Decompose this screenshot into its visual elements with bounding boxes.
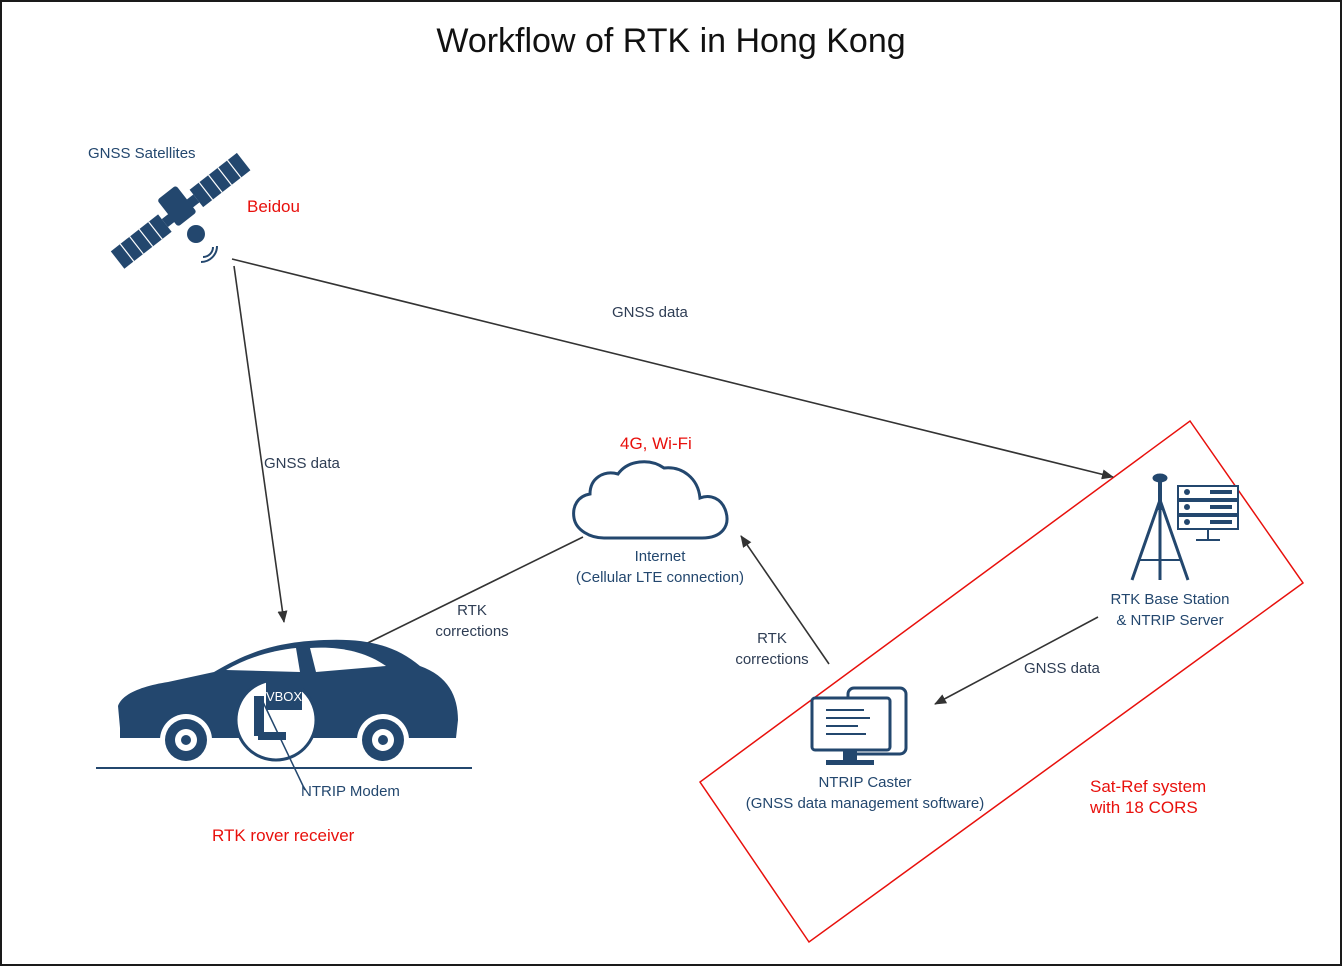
arrow-satellite-to-rover	[233, 265, 288, 623]
sat-ref-label: Sat-Ref system with 18 CORS	[1090, 777, 1207, 817]
car-icon	[96, 639, 472, 791]
satellite-label: GNSS Satellites	[88, 145, 196, 162]
caster-label: NTRIP Caster (GNSS data management softw…	[745, 774, 985, 812]
computer-icon	[810, 686, 908, 765]
arrow-caster-to-internet	[740, 535, 830, 665]
base-station-icon	[1130, 473, 1190, 581]
base-station-label: RTK Base Station & NTRIP Server	[1110, 591, 1230, 629]
arrow-base-to-caster	[934, 616, 1099, 705]
rover-caption: RTK rover receiver	[212, 826, 355, 845]
satellite-system-label: Beidou	[247, 197, 300, 216]
flow-label-internet-to-rover: RTK corrections	[435, 602, 509, 640]
vbox-label: VBOX	[266, 689, 302, 704]
server-rack-icon	[1177, 485, 1239, 541]
sat-ref-boundary	[698, 419, 1305, 944]
arrow-satellite-to-base	[231, 258, 1114, 480]
satellite-icon	[110, 152, 251, 269]
flow-label-caster-to-internet: RTK corrections	[735, 630, 809, 668]
diagram-title: Workflow of RTK in Hong Kong	[436, 22, 906, 60]
internet-label: Internet (Cellular LTE connection)	[575, 548, 745, 586]
modem-label: NTRIP Modem	[301, 783, 400, 800]
flow-label-sat-to-rover: GNSS data	[264, 455, 340, 472]
network-type-label: 4G, Wi-Fi	[620, 434, 692, 453]
flow-label-sat-to-base: GNSS data	[612, 304, 688, 321]
cloud-icon	[572, 460, 729, 540]
flow-label-base-to-caster: GNSS data	[1024, 660, 1100, 677]
